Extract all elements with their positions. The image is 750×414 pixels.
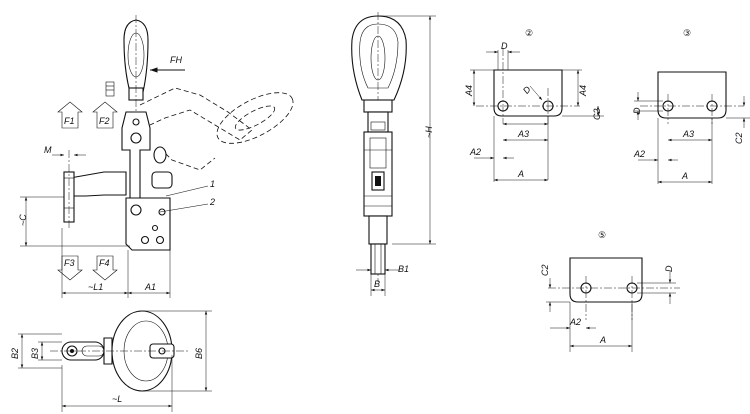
label-b6: B6	[194, 348, 204, 359]
label-f1: F1	[64, 116, 75, 126]
variant-3-detail: ③ D C2 A3 A2 A	[632, 28, 750, 184]
label-f3: F3	[64, 258, 75, 268]
label-a3-v2: A3	[517, 129, 529, 139]
label-part-1: 1	[210, 179, 215, 189]
label-a2-v5: A2	[569, 317, 581, 327]
variant-3-number: ③	[683, 28, 691, 38]
label-l1: ~L1	[88, 282, 103, 292]
side-view: ~H B1 B	[351, 12, 436, 296]
label-a3-v3: A3	[682, 129, 694, 139]
label-a1: A1	[144, 282, 156, 292]
label-m: M	[44, 145, 52, 155]
top-view: B2 B3 B6 ~L	[10, 310, 212, 412]
label-part-2: 2	[209, 197, 215, 207]
label-b: B	[374, 279, 380, 289]
label-f4: F4	[99, 258, 110, 268]
label-b3: B3	[30, 348, 40, 359]
label-d-v2-diag: D	[521, 84, 533, 96]
label-a2-v3: A2	[633, 149, 645, 159]
label-c2-v5: C2	[540, 264, 550, 276]
variant-5-detail: ⑤ C2 D A2 A	[540, 230, 680, 352]
label-c2-v3: C2	[734, 132, 744, 144]
label-b2: B2	[10, 348, 20, 359]
label-d-v3: D	[632, 107, 642, 114]
label-a2-v2: A2	[469, 147, 481, 157]
label-a4-v2-right: A4	[578, 85, 588, 97]
label-a-v2: A	[517, 169, 524, 179]
variant-2-number: ②	[525, 28, 533, 38]
label-d-v2-top: D	[501, 41, 508, 51]
label-a-v3: A	[681, 171, 688, 181]
label-f2: F2	[99, 116, 110, 126]
label-d-v5: D	[664, 265, 674, 272]
label-l: ~L	[112, 394, 122, 404]
variant-5-number: ⑤	[598, 230, 606, 240]
label-b1: B1	[398, 264, 409, 274]
label-a4-v2-left: A4	[464, 85, 474, 97]
variant-2-detail: ② D D A4 A4 C2 A3 A2	[464, 28, 604, 182]
label-a-v5: A	[599, 335, 606, 345]
front-view: FH F1 F2 M 1	[18, 15, 294, 298]
label-h: ~H	[424, 126, 434, 138]
label-c: ~C	[18, 214, 28, 226]
label-fh: FH	[170, 55, 182, 65]
label-c2-v2: C2	[592, 108, 602, 120]
